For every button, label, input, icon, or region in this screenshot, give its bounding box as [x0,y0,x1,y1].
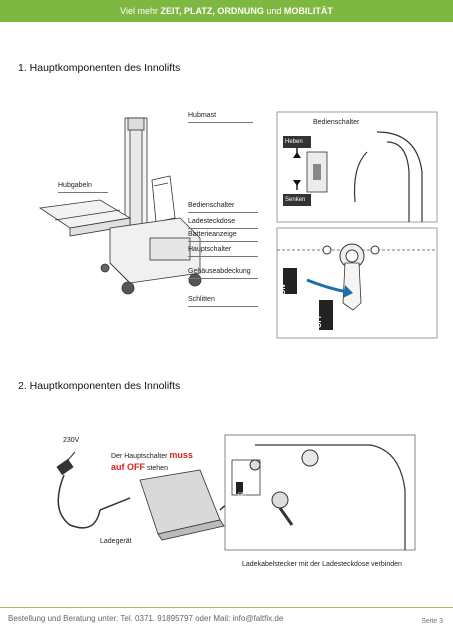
section2-title: 2. Hauptkomponenten des Innolifts [18,380,181,392]
label-230v: 230V [63,437,80,444]
charger-illustration [56,434,416,551]
footer-contact: Bestellung und Beratung unter: Tel. 0371… [8,614,284,623]
label-heben: Heben [285,139,303,145]
note-pre: Der Hauptschalter [111,453,168,460]
leader-hubgabeln [58,192,108,193]
header-highlight: ZEIT, PLATZ, ORDNUNG [160,6,264,16]
leader-batterieanzeige [188,241,258,242]
leader-schlitten [188,306,258,307]
label-hauptschalter: Hauptschalter [188,246,232,253]
label-hubgabeln: Hubgabeln [58,182,92,189]
label-off-small: OFF [238,492,248,498]
leader-hauptschalter [188,256,258,257]
leader-bedienschalter [188,212,258,213]
label-senken: Senken [285,197,306,203]
lift-illustration [38,117,202,295]
label-bedienschalter: Bedienschalter [188,202,235,209]
label-schlitten: Schlitten [188,296,215,303]
page-number: Seite 3 [421,618,443,625]
label-gehaeuseabdeckung: Gehäuseabdeckung [188,268,251,275]
label-off: OFF [316,314,323,328]
leader-ladesteckdose [188,228,258,229]
label-bedienschalter-top: Bedienschalter [313,119,360,126]
section1-title: 1. Hauptkomponenten des Innolifts [18,62,181,74]
note-line2: auf OFF stehen [111,462,168,472]
label-on: ON [280,284,287,296]
label-connect: Ladekabelstecker mit der Ladesteckdose v… [242,561,402,568]
hauptschalter-detail [276,227,438,339]
footer-divider [0,607,453,608]
bedienschalter-detail [276,111,438,223]
label-ladegeraet: Ladegerät [100,538,132,545]
header-bar: Viel mehr ZEIT, PLATZ, ORDNUNG und MOBIL… [0,0,453,22]
header-prefix: Viel mehr [120,6,158,16]
note-emph2: auf OFF [111,462,145,472]
leader-gehaeuseabdeckung [188,278,258,279]
header-last: MOBILITÄT [283,6,333,16]
note-emph: muss [169,450,193,460]
leader-hubmast [188,122,253,123]
label-batterieanzeige: Batterieanzeige [188,231,237,238]
label-hubmast: Hubmast [188,112,217,119]
note-line1: Der Hauptschalter muss [111,450,193,460]
note-post: stehen [146,465,168,472]
header-mid: und [266,6,282,16]
label-ladesteckdose: Ladesteckdose [188,218,236,225]
